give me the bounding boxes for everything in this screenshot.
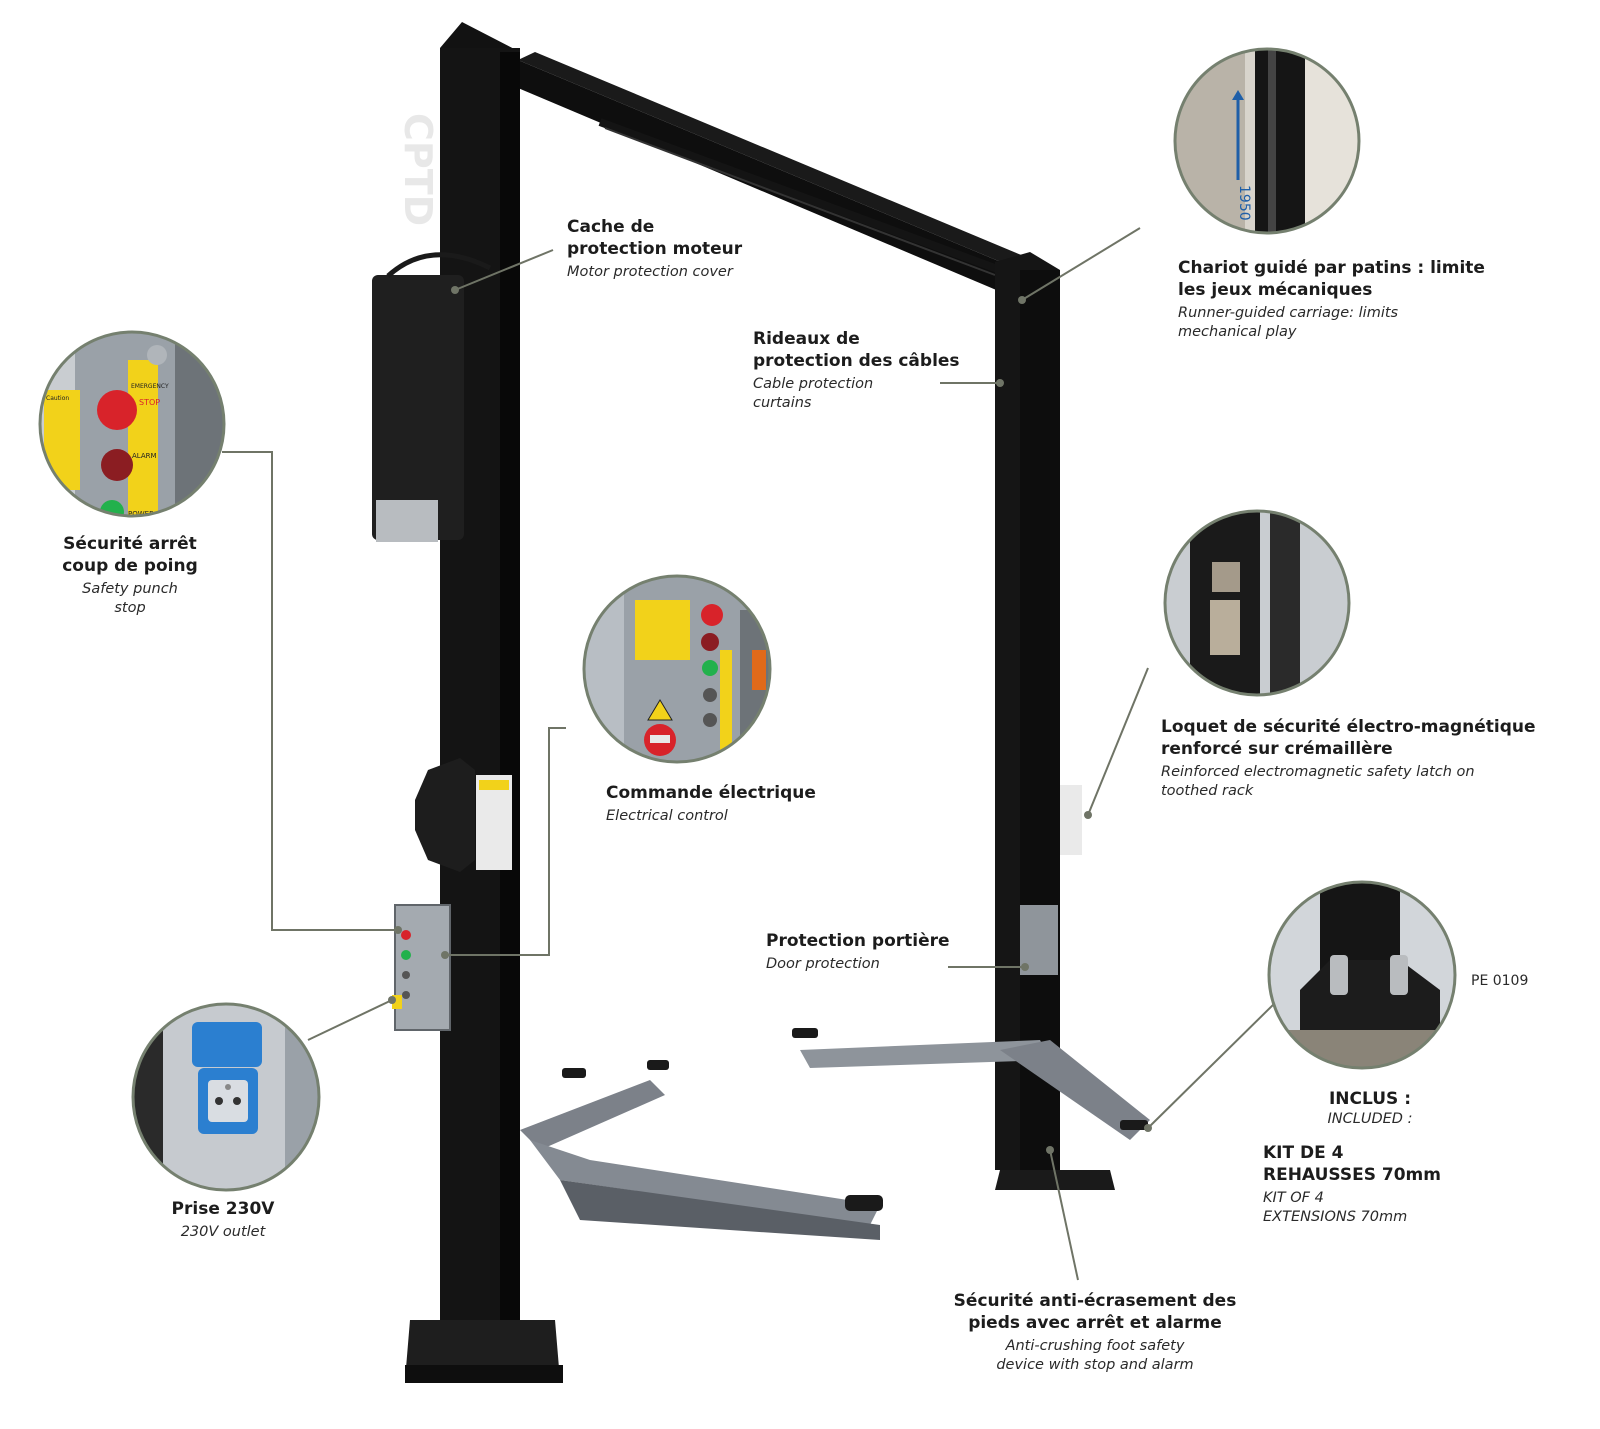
callout-motor-cover: Cache de protection moteur Motor protect… — [567, 216, 742, 282]
callout-title: Commande électrique — [606, 783, 816, 803]
callout-title: INCLUS : — [1328, 1089, 1412, 1109]
callout-subtitle: KIT OF 4 EXTENSIONS 70mm — [1263, 1190, 1408, 1225]
callout-title: Cache de protection moteur — [567, 217, 743, 259]
callout-electrical-control: Commande électrique Electrical control — [606, 782, 816, 826]
callout-title: Sécurité arrêt coup de poing — [62, 534, 198, 576]
callout-subtitle: Cable protection curtains — [753, 376, 874, 411]
inset-outlet — [131, 1002, 321, 1192]
callout-title: Prise 230V — [171, 1199, 275, 1219]
callout-title: KIT DE 4 REHAUSSES 70mm — [1263, 1143, 1441, 1185]
callout-punch-stop: Sécurité arrêt coup de poing Safety punc… — [20, 533, 240, 618]
callout-cable-curtains: Rideaux de protection des câbles Cable p… — [753, 328, 960, 413]
callout-title: Protection portière — [766, 931, 950, 951]
svg-text:STOP: STOP — [139, 398, 160, 407]
svg-text:EMERGENCY: EMERGENCY — [131, 383, 169, 390]
svg-text:POWER: POWER — [128, 510, 154, 518]
callout-door-protection: Protection portière Door protection — [766, 930, 950, 974]
motor-cover — [372, 275, 464, 540]
svg-text:ALARM: ALARM — [132, 452, 157, 460]
inset-electrical-control — [582, 574, 772, 764]
emergency-stop-icon — [97, 390, 137, 430]
svg-text:1950: 1950 — [1236, 185, 1252, 221]
inset-punch-stop: EMERGENCY STOP ALARM POWER Caution — [38, 330, 226, 518]
callout-title: Loquet de sécurité électro-magnétique re… — [1161, 717, 1536, 759]
brand-logo: CPTD — [396, 113, 440, 226]
svg-text:Caution: Caution — [46, 395, 69, 402]
leader-lines — [222, 227, 1279, 1281]
callout-carriage: Chariot guidé par patins : limite les je… — [1178, 257, 1485, 342]
product-code: PE 0109 — [1471, 973, 1529, 989]
callout-title: Chariot guidé par patins : limite les je… — [1178, 258, 1485, 300]
callout-subtitle: Door protection — [766, 956, 880, 972]
inset-extensions-kit — [1267, 880, 1457, 1070]
lift-arm — [800, 1040, 1050, 1068]
callout-subtitle: Anti-crushing foot safety device with st… — [996, 1338, 1194, 1373]
callout-subtitle: Runner-guided carriage: limits mechanica… — [1178, 305, 1399, 340]
callout-title: Rideaux de protection des câbles — [753, 329, 960, 371]
leader-dots — [388, 286, 1152, 1154]
callout-subtitle: 230V outlet — [180, 1224, 266, 1240]
inset-carriage: 1950 — [1173, 47, 1361, 235]
callout-subtitle: Safety punch stop — [82, 581, 178, 616]
control-box — [394, 904, 451, 1031]
callout-anti-crush: Sécurité anti-écrasement des pieds avec … — [930, 1290, 1260, 1375]
lift-frame: CPTD — [372, 22, 1150, 1383]
lift-arm — [520, 1080, 665, 1150]
callout-safety-latch: Loquet de sécurité électro-magnétique re… — [1161, 716, 1536, 801]
callout-extensions-kit: KIT DE 4 REHAUSSES 70mm KIT OF 4 EXTENSI… — [1263, 1142, 1441, 1227]
callout-subtitle: Motor protection cover — [567, 264, 733, 280]
inset-safety-latch — [1163, 509, 1351, 697]
callout-included: INCLUS : INCLUDED : — [1295, 1088, 1445, 1129]
callout-title: Sécurité anti-écrasement des pieds avec … — [953, 1291, 1237, 1333]
callout-subtitle: Electrical control — [606, 808, 728, 824]
callout-outlet: Prise 230V 230V outlet — [118, 1198, 328, 1242]
callout-subtitle: INCLUDED : — [1327, 1111, 1413, 1127]
callout-subtitle: Reinforced electromagnetic safety latch … — [1161, 764, 1475, 799]
